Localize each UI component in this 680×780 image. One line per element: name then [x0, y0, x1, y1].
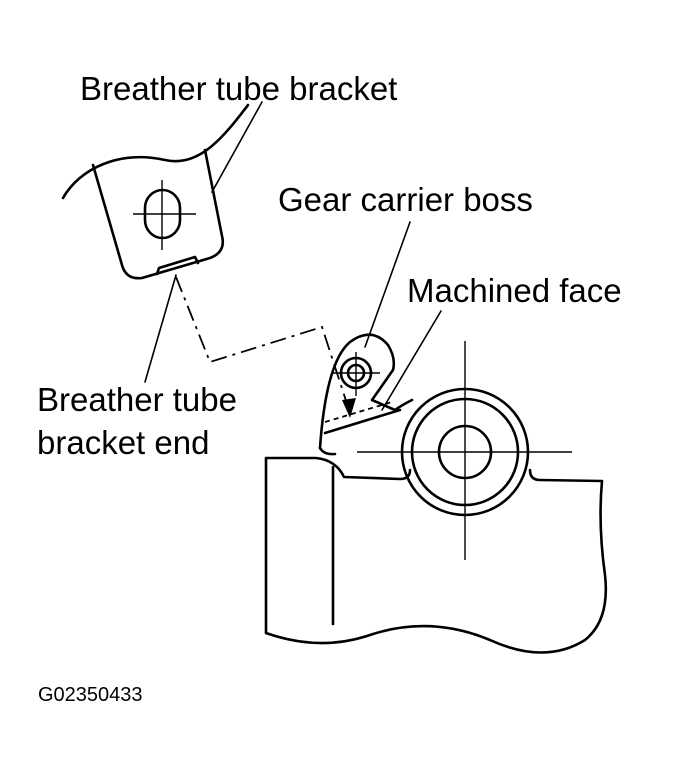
- breather-tube-bracket: [61, 103, 250, 280]
- gear-carrier: [264, 333, 608, 654]
- bracket-end-leader-line: [144, 274, 177, 383]
- machined-face-label: Machined face: [407, 272, 622, 309]
- gear-carrier-boss-label: Gear carrier boss: [278, 181, 533, 218]
- bracket-end-label-line2: bracket end: [37, 424, 210, 461]
- boss-flange-lower: [318, 446, 337, 456]
- bracket-end-tab: [155, 255, 200, 276]
- gear-carrier-boss: [332, 352, 380, 396]
- machined-face-edge: [323, 408, 402, 435]
- machined-face-leader-line: [381, 310, 442, 411]
- boss-leader-line: [364, 221, 411, 348]
- alignment-arrowhead: [342, 398, 356, 418]
- bearing-bore: [357, 341, 572, 560]
- boss-flange: [318, 333, 414, 450]
- gear-carrier-outline: [264, 456, 608, 654]
- alignment-line: [175, 276, 351, 414]
- bracket-body: [91, 148, 225, 280]
- bracket-break-line: [61, 103, 250, 200]
- bracket-leader-line: [211, 101, 263, 193]
- machined-face-hidden: [324, 401, 393, 423]
- figure-code: G02350433: [38, 684, 143, 706]
- breather-tube-bracket-label: Breather tube bracket: [80, 70, 398, 107]
- bracket-end-label-line1: Breather tube: [37, 381, 237, 418]
